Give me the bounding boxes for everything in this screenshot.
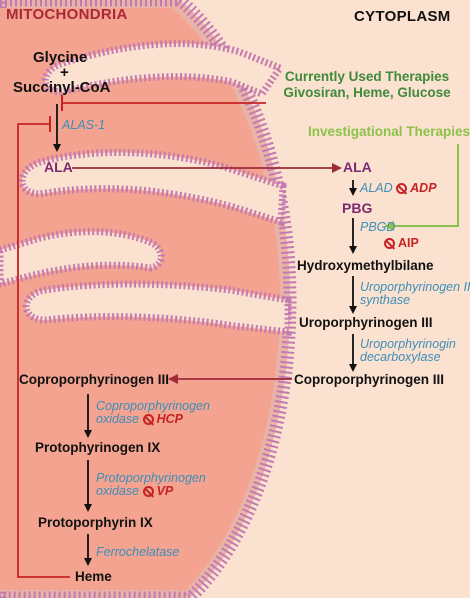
enzyme-cpox-line2-text: oxidase [96,412,140,427]
enzyme-pbgd: PBGD [360,220,396,234]
region-label-mitochondria: MITOCHONDRIA [6,6,128,23]
disease-aip-label: AIP [398,236,419,250]
disease-vp: VP [142,484,174,499]
metabolite-protophyrinogen: Protophyrinogen IX [35,440,161,455]
metabolite-coproporphyrinogen-mito: Coproporphyrinogen III [19,372,169,387]
metabolite-ala-mito: ALA [44,159,73,175]
investigational-therapy-arrow [384,144,459,231]
metabolite-heme: Heme [75,569,112,584]
enzyme-alas1: ALAS-1 [62,118,106,132]
enzyme-ppox-line2-text: oxidase [96,484,140,499]
enzyme-alad: ALAD ADP [360,181,437,195]
enzyme-cpox: Coproporphyrinogen oxidase HCP [96,399,210,426]
vp-block-icon [142,486,154,498]
metabolite-uroporphyrinogen: Uroporphyrinogen III [299,315,433,330]
enzyme-cpox-line2: oxidase HCP [96,413,210,426]
enzyme-ppox: Protoporphyrinogen oxidase VP [96,471,206,498]
current-therapies-title: Currently Used Therapies [284,69,450,84]
metabolite-hydroxymethylbilane: Hydroxymethylbilane [297,258,434,273]
current-therapies-list: Givosiran, Heme, Glucose [283,85,451,101]
hcp-block-icon [142,414,154,426]
enzyme-uros-line1: Uroporphyrinogen III [360,280,470,294]
enzyme-ppox-line1: Protoporphyrinogen [96,471,206,485]
disease-adp: ADP [396,181,437,195]
substrate-succinyl-coa: Succinyl-CoA [13,79,111,96]
metabolite-pbg: PBG [342,200,373,216]
disease-hcp: HCP [142,412,183,427]
adp-block-icon [396,183,408,194]
mitochondrion-cristae [0,40,292,336]
region-label-cytoplasm: CYTOPLASM [354,8,451,25]
metabolite-coproporphyrinogen-cyto: Coproporphyrinogen III [294,372,444,387]
current-therapies-box: Currently Used Therapies Givosiran, Heme… [270,69,464,101]
enzyme-urod: Uroporphyrinogin decarboxylase [360,337,456,365]
enzyme-ppox-line2: oxidase VP [96,485,206,498]
enzyme-ferrochelatase: Ferrochelatase [96,545,180,559]
enzyme-urod-line2: decarboxylase [360,350,441,365]
metabolite-ala-cyto: ALA [343,159,372,175]
disease-vp-label: VP [156,484,174,499]
substrate-plus: + [60,64,69,81]
disease-aip: AIP [384,237,419,250]
metabolite-protoporphyrin: Protoporphyrin IX [38,515,153,530]
enzyme-cpox-line1: Coproporphyrinogen [96,399,210,413]
aip-block-icon [384,238,395,249]
substrate-glycine: Glycine [33,49,88,66]
disease-adp-label: ADP [410,181,437,195]
pathway-arrows [53,104,357,566]
investigational-therapies-label: Investigational Therapies [308,124,470,139]
enzyme-alad-label: ALAD [360,181,393,195]
heme-feedback-line [17,123,70,578]
enzyme-uros: Uroporphyrinogen III synthase [360,280,470,308]
disease-hcp-label: HCP [156,412,183,427]
enzyme-urod-line1: Uroporphyrinogin [360,337,456,351]
enzyme-uros-line2: synthase [360,293,411,308]
